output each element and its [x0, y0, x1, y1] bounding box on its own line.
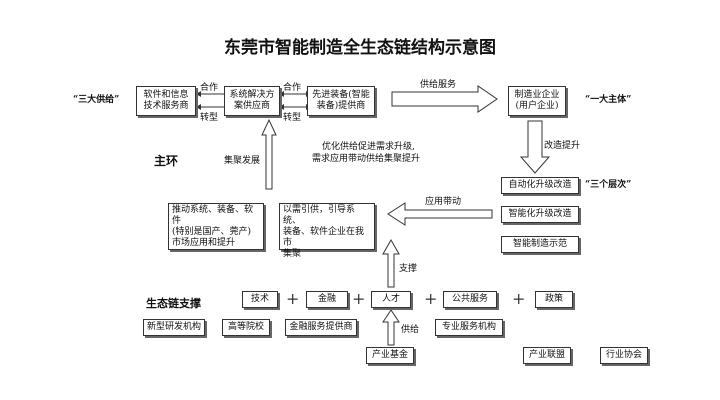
institution-finance-box: 金融服务提供商 — [285, 319, 357, 336]
ecosystem-support-label: 生态链支撑 — [146, 297, 201, 310]
supply-service-arrow — [391, 85, 498, 113]
plus-icon: + — [512, 289, 526, 308]
support-arrow — [382, 238, 400, 288]
demand-box: 以需引供，引导系统、 装备、软件企业在我市 集聚 — [279, 203, 375, 259]
supply-arrow — [382, 309, 400, 346]
one-main-body-label: “一大主体” — [585, 95, 632, 105]
software-provider-box: 软件和信息 技术服务商 — [136, 86, 196, 116]
level-automation-box: 自动化升级改造 — [501, 177, 579, 194]
improve-arrow — [519, 120, 551, 174]
institution-research-box: 新型研发机构 — [143, 319, 205, 336]
solution-provider-box: 系统解决方 案供应商 — [224, 86, 280, 116]
institution-professional-box: 专业服务机构 — [435, 319, 503, 336]
cluster-dev-label: 集聚发展 — [224, 156, 261, 166]
diagram-title: 东莞市智能制造全生态链结构示意图 — [224, 38, 496, 58]
plus-icon: + — [286, 289, 300, 308]
optimize-label-line1: 优化供给促进需求升级, — [322, 142, 415, 152]
support-technology-box: 技术 — [242, 291, 278, 308]
main-loop-label: 主环 — [154, 154, 179, 168]
plus-icon: + — [424, 289, 438, 308]
industry-alliance-box: 产业联盟 — [523, 347, 571, 364]
optimize-label-line2: 需求应用带动供给集聚提升 — [312, 154, 421, 164]
support-public-service-box: 公共服务 — [443, 291, 497, 308]
level-demonstration-box: 智能制造示范 — [501, 236, 579, 253]
three-levels-label: “三个层次” — [585, 180, 632, 190]
manufacturer-box: 制造业企业 (用户企业) — [508, 86, 566, 116]
cooperation-label-1: 合作 — [200, 83, 219, 93]
industry-association-box: 行业协会 — [600, 347, 648, 364]
equipment-provider-box: 先进装备(智能 装备)提供商 — [307, 86, 375, 116]
support-label: 支撑 — [399, 264, 418, 274]
supply-service-label: 供给服务 — [420, 80, 457, 90]
cooperation-label-2: 合作 — [283, 83, 302, 93]
improve-label: 改造提升 — [544, 141, 581, 151]
level-intelligent-box: 智能化升级改造 — [501, 206, 579, 223]
support-talent-box: 人才 — [371, 291, 411, 308]
application-drive-label: 应用带动 — [425, 197, 462, 207]
institution-university-box: 高等院校 — [222, 319, 270, 336]
three-suppliers-label: “三大供给” — [73, 95, 120, 105]
transform-label-1: 转型 — [200, 113, 219, 123]
cluster-arrow — [261, 118, 277, 190]
plus-icon: + — [352, 289, 366, 308]
application-arrow — [387, 202, 493, 226]
promote-box: 推动系统、装备、软件 (特别是国产、莞产) 市场应用和提升 — [168, 203, 264, 250]
support-finance-box: 金融 — [306, 291, 348, 308]
support-policy-box: 政策 — [535, 291, 573, 308]
supply-label: 供给 — [401, 325, 420, 335]
transform-label-2: 转型 — [283, 113, 302, 123]
industry-fund-box: 产业基金 — [366, 347, 414, 364]
